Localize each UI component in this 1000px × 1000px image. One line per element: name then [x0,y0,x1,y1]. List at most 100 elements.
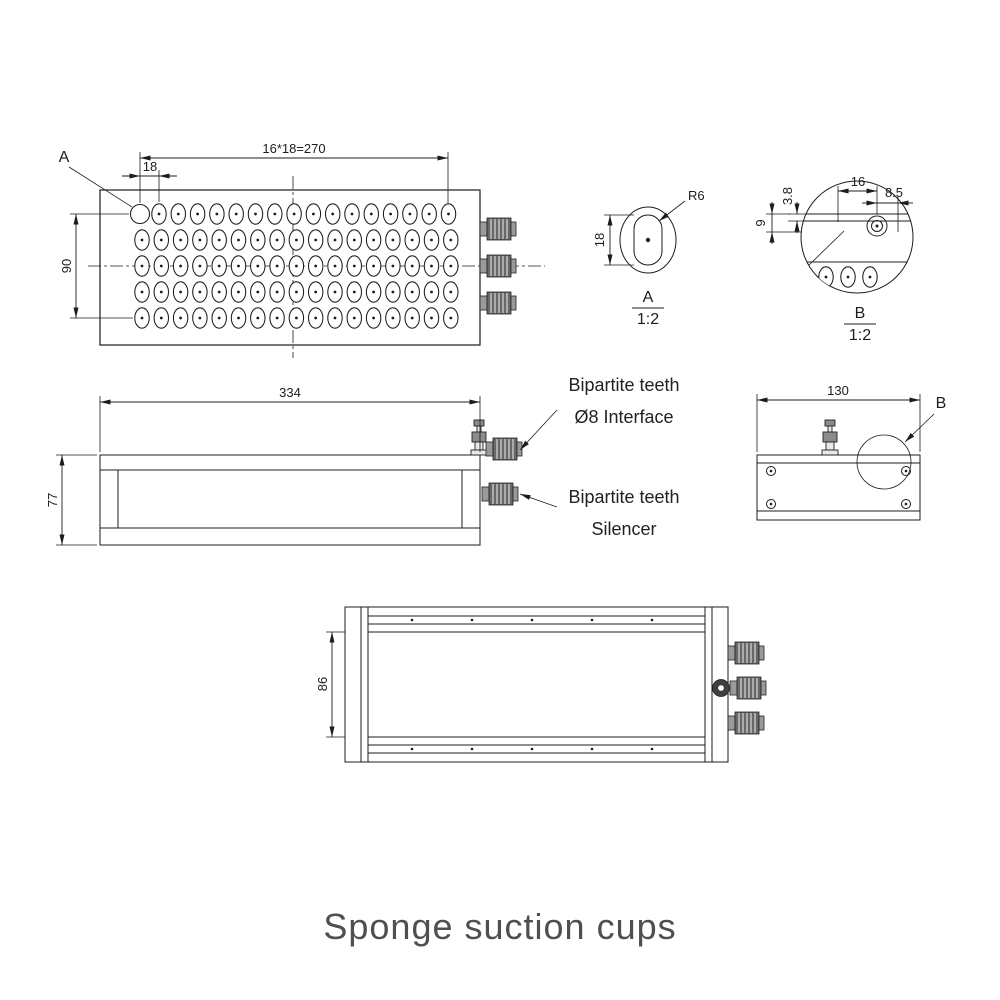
screw-hole [901,466,911,476]
suction-cup-center [314,290,318,294]
suction-cup-center [314,238,318,242]
detail-b-circle [856,434,912,490]
dimension-plate-height: 90 [59,213,133,319]
suction-cup-center [159,290,163,294]
mount-hole-outer [866,215,888,237]
suction-cup-center [198,264,202,268]
suction-cup-center [273,212,277,216]
fastener-dots [410,618,654,751]
suction-cup-center [333,290,337,294]
suction-cup-center [312,212,315,216]
suction-cup-center [372,264,375,268]
suction-cup-center [179,264,183,268]
suction-cup-center [314,264,318,268]
callout-silencer: Bipartite teeth Silencer [519,487,680,539]
valve-fitting-front [470,419,488,456]
view-detail-b: 16 8.5 3.8 9 B 1:2 [753,174,914,344]
detail-ref-b-label: B [936,395,947,412]
dimension-16: 16 [837,174,878,222]
suction-cup-center [256,290,260,294]
suction-cup-center [391,264,395,268]
suction-cup-center [275,316,279,320]
suction-cup-center [217,264,221,268]
detail-b-indicator: B [856,395,947,490]
suction-cup-center [159,264,163,268]
suction-cup-center [410,316,414,320]
dim-130-label: 130 [827,383,849,398]
suction-cup-center [217,290,221,294]
suction-cup-center [391,316,395,320]
radius-callout: R6 [658,188,705,222]
suction-cup-center [140,264,144,268]
suction-cup-grid [134,203,459,329]
suction-cup-center [140,238,144,242]
suction-cup-center [372,316,375,320]
suction-cup-center [176,212,180,216]
suction-cup-center [217,316,221,320]
front-body-outline [99,454,481,546]
detail-a-callout: A [59,149,133,208]
suction-cup-center [140,290,144,294]
suction-cup-center [234,212,238,216]
dimension-pitch: 18 [122,159,177,179]
detail-b-content [801,213,913,288]
suction-cup-center [198,316,202,320]
suction-cup-center [314,316,318,320]
dim-9-label: 9 [753,219,768,226]
suction-cup-center [430,238,433,242]
suction-cup-center [256,264,260,268]
dimension-slot-height: 18 [592,214,634,266]
suction-cup-center [295,290,298,294]
suction-cup-center [179,238,183,242]
suction-cup-center [333,264,337,268]
suction-cup-center [427,212,431,216]
suction-cup-center [352,316,356,320]
suction-cup-center [369,212,373,216]
view-detail-a: R6 18 A 1:2 [592,188,705,328]
connector-silencer-top-1 [479,217,517,241]
mount-hole-inner [871,220,883,232]
screw-hole [766,466,776,476]
suction-cup-center [237,264,240,268]
dim-18-label: 18 [592,233,607,247]
detail-a-scale: 1:2 [637,311,659,328]
dim-90-label: 90 [59,259,74,273]
dimension-334: 334 [99,385,481,452]
suction-cup-center [430,316,433,320]
view-front: 334 77 Bipartite teeth Ø8 Interface Bipa… [45,375,680,546]
suction-cup-center [449,238,453,242]
suction-cup-center [410,290,414,294]
suction-cup-center [295,316,298,320]
valve-fitting-side [821,419,839,456]
callout-interface-line2: Ø8 Interface [574,407,673,427]
suction-cup-center [352,290,356,294]
suction-cup-center [179,316,183,320]
dimension-total-width: 16*18=270 [139,141,449,203]
suction-cup-center [159,316,163,320]
detail-b-title: B 1:2 [844,305,876,344]
suction-cup-center [275,238,279,242]
connector-interface-front [485,437,523,461]
suction-cup-center [449,290,453,294]
suction-cup-center [352,264,356,268]
detail-b-scale: 1:2 [849,327,871,344]
suction-cup-center [333,238,337,242]
connector-interface-bottom [729,676,767,700]
detail-b-label: B [855,305,866,322]
suction-cup-center [391,290,395,294]
dim-3-8-label: 3.8 [780,187,795,205]
suction-cup-center [198,238,202,242]
suction-cup-center [275,264,279,268]
callout-interface: Bipartite teeth Ø8 Interface [519,375,680,451]
dim-16-label: 16 [851,174,865,189]
suction-cup-center [237,290,240,294]
suction-cup-center [449,316,453,320]
suction-cup-center [408,212,412,216]
suction-cup-center [140,316,144,320]
connector-interface-top [479,254,517,278]
suction-cup-center [254,212,257,216]
suction-cup-center [179,290,183,294]
suction-cup-center [331,212,335,216]
